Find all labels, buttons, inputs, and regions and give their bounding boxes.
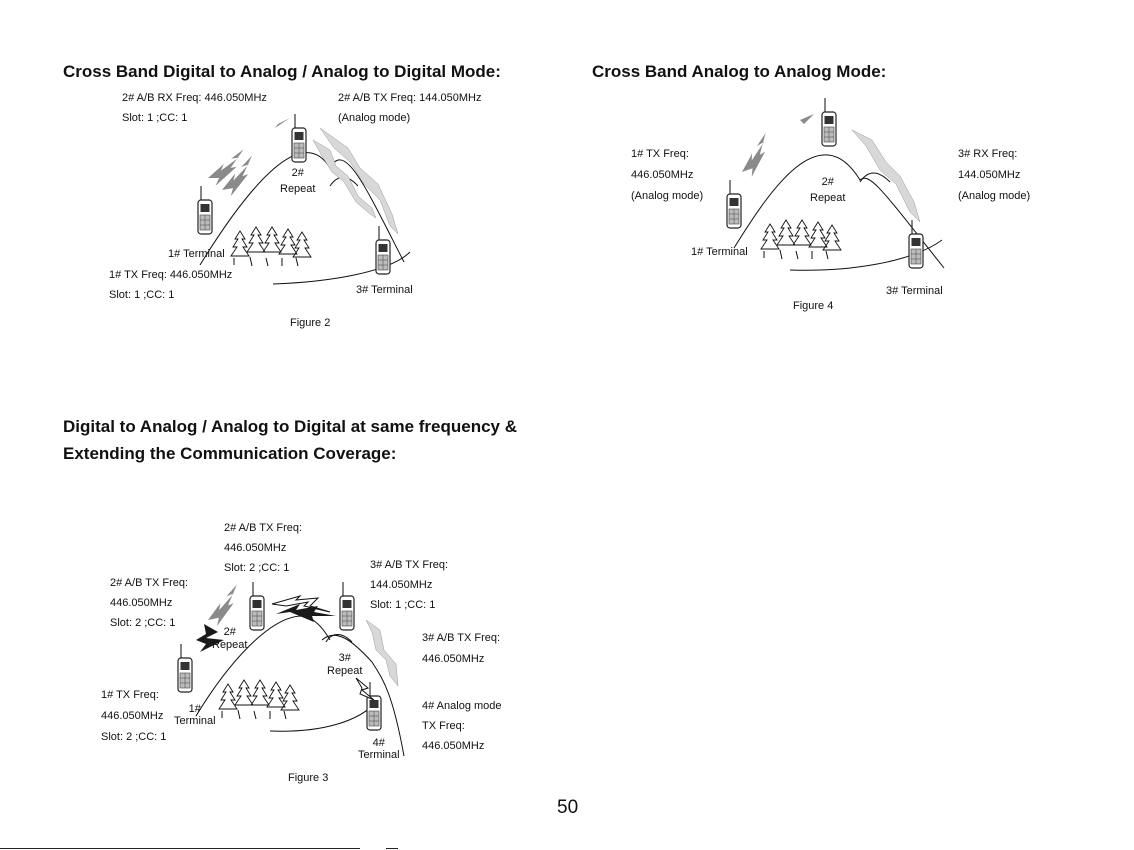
- fig4-terminal3-label: 3# Terminal: [886, 285, 943, 297]
- fig3-repeat3-label: 3# Repeat: [327, 652, 363, 677]
- fig3-rep3-tx-top-label: 3# A/B TX Freq: 144.050MHz Slot: 1 ;CC: …: [370, 559, 449, 611]
- fig2-rx-label: 2# A/B RX Freq: 446.050MHz Slot: 1 ;CC: …: [122, 92, 267, 124]
- figure3-caption: Figure 3: [288, 772, 329, 784]
- fig3-mountain-right: [321, 634, 405, 757]
- fig2-terminal3-radio: [375, 225, 391, 275]
- figure4-heading: Cross Band Analog to Analog Mode:: [592, 62, 887, 81]
- fig2-signal-dark: [204, 118, 290, 199]
- fig3-tree-roots: [221, 709, 287, 720]
- fig3-rep3-tx-right-label: 3# A/B TX Freq: 446.050MHz: [422, 632, 501, 665]
- fig2-signal-light: [312, 127, 399, 235]
- fig4-signal-dark: [731, 114, 814, 180]
- fig3-repeater2-radio: [249, 581, 265, 631]
- figure4-diagram: [726, 97, 945, 271]
- fig4-tx-label: 1# TX Freq: 446.050MHz (Analog mode): [631, 148, 704, 202]
- fig4-tree-roots: [763, 249, 829, 260]
- fig4-hill: [859, 172, 891, 183]
- fig3-terminal4-info-label: 4# Analog mode TX Freq: 446.050MHz: [422, 700, 502, 752]
- fig2-repeater-radio: [291, 113, 307, 163]
- fig4-terminal1-label: 1# Terminal: [691, 246, 748, 258]
- fig3-signal-repeat-link: [271, 594, 336, 622]
- footer-rule-mark: [386, 848, 398, 849]
- fig3-signal-outline: [355, 677, 375, 701]
- fig4-signal-light: [851, 129, 921, 223]
- fig4-mountain: [733, 154, 945, 269]
- fig3-terminal1-radio: [177, 643, 193, 693]
- fig3-hill: [325, 634, 353, 643]
- fig3-ground-curve: [269, 699, 379, 732]
- fig4-repeater-radio: [821, 97, 837, 147]
- fig2-tx-label: 2# A/B TX Freq: 144.050MHz (Analog mode): [338, 92, 482, 124]
- footer-rule-left: [0, 848, 360, 849]
- figure3-heading-line2: Extending the Communication Coverage:: [63, 444, 397, 463]
- figure2-caption: Figure 2: [290, 317, 331, 329]
- fig3-terminal4-label: 4# Terminal: [358, 737, 400, 761]
- figure3-diagram: [177, 581, 405, 757]
- fig3-repeater3-radio: [339, 581, 355, 631]
- fig3-signal-dark: [199, 584, 249, 629]
- fig3-mountain-left: [195, 615, 331, 717]
- page-number: 50: [557, 797, 579, 818]
- fig4-repeat-label: 2# Repeat: [810, 176, 846, 204]
- fig2-terminal1-radio: [197, 185, 213, 235]
- fig3-terminal1-label: 1# Terminal: [174, 703, 216, 727]
- fig2-terminal1-label: 1# Terminal: [168, 248, 225, 260]
- fig3-rep2-tx-left-label: 2# A/B TX Freq: 446.050MHz Slot: 2 ;CC: …: [110, 577, 189, 629]
- fig2-ground-curve: [272, 251, 411, 285]
- figure2-diagram: [197, 113, 411, 285]
- fig2-repeat-label: 2# Repeat: [280, 167, 316, 195]
- fig2-terminal1-tx-label: 1# TX Freq: 446.050MHz Slot: 1 ;CC: 1: [109, 269, 233, 301]
- fig3-repeat2-label: 2# Repeat: [212, 626, 248, 651]
- fig4-terminal1-radio: [726, 179, 742, 229]
- fig2-trees: [230, 226, 312, 258]
- figure4-caption: Figure 4: [793, 300, 834, 312]
- figure3-heading-line1: Digital to Analog / Analog to Digital at…: [63, 417, 518, 436]
- fig3-signal-light: [365, 619, 399, 687]
- fig4-rx-label: 3# RX Freq: 144.050MHz (Analog mode): [958, 148, 1031, 202]
- fig3-terminal4-radio: [366, 681, 382, 731]
- figure2-heading: Cross Band Digital to Analog / Analog to…: [63, 62, 501, 81]
- fig3-signal-black: [196, 624, 224, 652]
- fig2-terminal3-label: 3# Terminal: [356, 284, 413, 296]
- fig2-tree-roots: [233, 256, 299, 267]
- fig3-rep2-tx-top-label: 2# A/B TX Freq: 446.050MHz Slot: 2 ;CC: …: [224, 522, 303, 574]
- fig4-trees: [760, 219, 842, 251]
- fig3-terminal1-tx-label: 1# TX Freq: 446.050MHz Slot: 2 ;CC: 1: [101, 689, 167, 743]
- fig4-ground-curve: [789, 239, 943, 271]
- fig3-trees: [218, 679, 300, 711]
